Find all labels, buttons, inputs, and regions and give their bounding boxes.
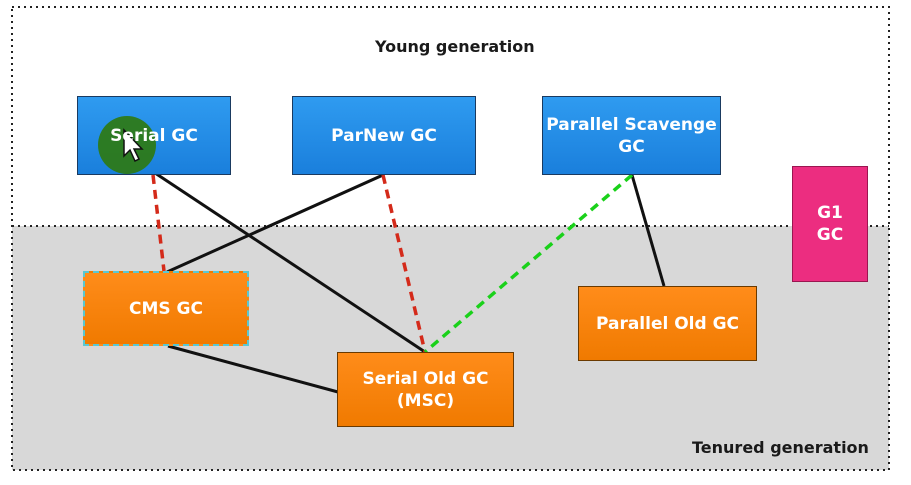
parallel-scavenge-gc-label: Parallel Scavenge GC [546,114,717,157]
parallel-old-gc-label: Parallel Old GC [595,313,740,334]
outer-frame-border [11,6,890,471]
tenured-region [12,226,889,470]
link-scavenge-parallelold [630,174,666,287]
parallel-scavenge-gc-box[interactable]: Parallel Scavenge GC [542,96,721,175]
pointer-cursor-icon [123,128,144,163]
parallel-old-gc-box[interactable]: Parallel Old GC [578,286,757,361]
link-cms-serialold [167,344,339,394]
serial-old-gc-box[interactable]: Serial Old GC (MSC) [337,352,514,427]
link-serial-serialold [154,171,426,354]
parnew-gc-box[interactable]: ParNew GC [292,96,476,175]
serial-old-gc-label: Serial Old GC (MSC) [362,368,489,411]
serial-gc-label: Serial GC [110,125,198,146]
link-parnew-serialold-dashed [381,174,427,353]
link-parnew-cms [166,173,384,274]
cms-gc-box[interactable]: CMS GC [83,271,249,346]
link-scavenge-serialold-dashed [423,173,634,354]
tenured-generation-label: Tenured generation [692,438,869,457]
g1-gc-box[interactable]: G1 GC [792,166,868,282]
parnew-gc-label: ParNew GC [331,125,437,146]
link-serial-cms-dashed [151,174,166,272]
cms-gc-label: CMS GC [129,298,203,319]
g1-gc-label: G1 GC [816,203,844,245]
young-generation-label: Young generation [375,37,535,56]
